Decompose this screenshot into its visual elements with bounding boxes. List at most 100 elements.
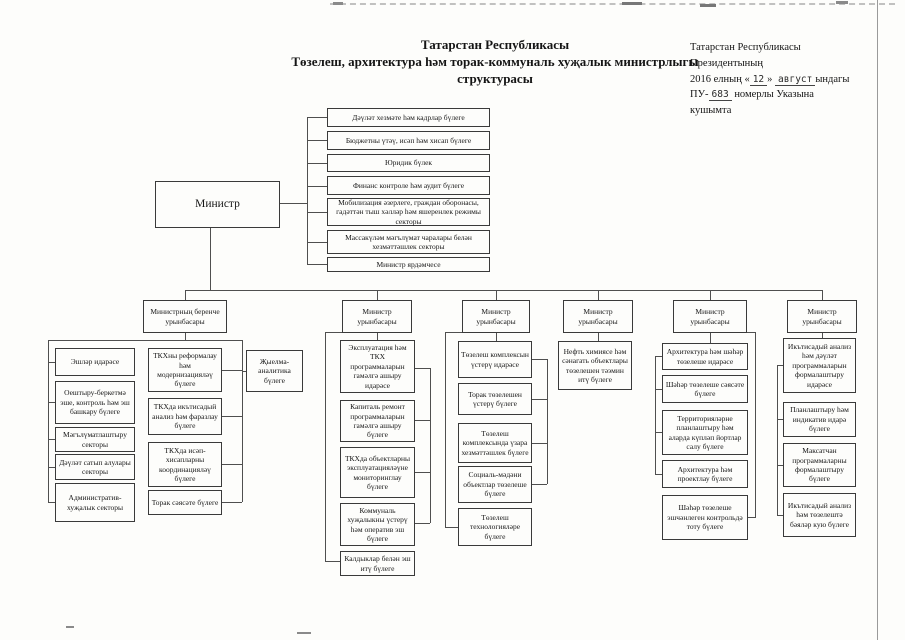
- decree-note-line1: Татарстан Республикасы: [690, 42, 801, 53]
- connector-line: [185, 333, 186, 340]
- connector-line: [777, 419, 783, 420]
- connector-line: [445, 332, 462, 333]
- decree-day-typed: 12: [749, 73, 768, 86]
- org-box-central-unit: Мобилизация әзерлеге, граждан оборонасы,…: [327, 198, 490, 226]
- number-line-post: номерлы Указына: [731, 89, 814, 101]
- year-line-suffix: ындагы: [815, 73, 850, 85]
- decree-note-line5: кушымта: [690, 105, 732, 116]
- org-box-unit: Шәһәр төзелеше эшчәнлеген контрольдә тот…: [662, 495, 748, 540]
- org-box-deputy: Министр урынбасары: [673, 300, 747, 333]
- connector-line: [48, 439, 55, 440]
- org-box-unit: Мәгълүматлаштыру секторы: [55, 427, 135, 452]
- connector-line: [748, 517, 756, 518]
- org-box-unit: Оештыру-беркетмә эше, контроль һәм эш ба…: [55, 381, 135, 424]
- scan-artifact: [836, 1, 848, 4]
- connector-line: [822, 290, 823, 300]
- decree-note-line2: Президентының: [690, 57, 763, 69]
- org-box-unit: Торак сәясәте бүлеге: [148, 490, 222, 515]
- scan-artifact-top-dashes: [330, 3, 895, 5]
- org-box-unit: Территорияләрне планлаштыру һәм аларда к…: [662, 410, 748, 455]
- connector-line: [280, 203, 307, 204]
- connector-line: [415, 472, 430, 473]
- connector-line: [777, 515, 783, 516]
- year-line-pre: 2016 елның «: [690, 73, 750, 85]
- connector-line: [48, 402, 55, 403]
- org-box-unit: Архитектура һәм шәһәр төзелеше идарәсе: [662, 343, 748, 370]
- connector-line: [222, 416, 242, 417]
- connector-line: [532, 359, 547, 360]
- connector-line: [242, 340, 243, 502]
- org-box-unit: Төзелеш комплексын үстерү идарәсе: [458, 341, 532, 378]
- org-box-unit: ТКХда исәп-хисапларны координацияләү бүл…: [148, 442, 222, 487]
- connector-line: [307, 140, 327, 141]
- org-box-unit: Төзелеш технологияләре бүлеге: [458, 508, 532, 546]
- connector-line: [377, 290, 378, 300]
- connector-line: [710, 290, 711, 300]
- org-box-unit: Архитектура һәм проектлау бүлеге: [662, 460, 748, 488]
- connector-line: [547, 359, 548, 484]
- connector-line: [655, 356, 656, 474]
- connector-line: [598, 333, 599, 341]
- connector-line: [307, 242, 327, 243]
- connector-line: [598, 290, 599, 300]
- connector-line: [496, 290, 497, 300]
- connector-line: [655, 432, 662, 433]
- page-title-line1: Татарстан Республикасы: [420, 37, 570, 52]
- org-box-first-deputy: Министрның беренче урынбасары: [143, 300, 227, 333]
- org-box-unit: Эксплуатация һәм ТКХ программаларын гамә…: [340, 340, 415, 393]
- connector-line: [415, 523, 430, 524]
- org-box-central-unit: Массакүләм мәгълүмат чаралары белән хезм…: [327, 230, 490, 254]
- connector-line: [445, 332, 446, 527]
- org-box-unit: Җыелма-аналитика бүлеге: [246, 350, 303, 392]
- org-box-unit: Капиталь ремонт программаларын гамәлгә а…: [340, 400, 415, 442]
- org-box-unit: Дәүләт сатып алулары секторы: [55, 454, 135, 480]
- connector-line: [307, 117, 308, 265]
- org-box-central-unit: Дәүләт хезмәте һәм кадрлар бүлеге: [327, 108, 490, 127]
- scan-artifact: [622, 2, 642, 5]
- connector-line: [655, 389, 662, 390]
- decree-number-typed: 683: [708, 89, 732, 102]
- scan-artifact: [297, 632, 311, 634]
- connector-line: [430, 368, 431, 523]
- connector-line: [48, 502, 55, 503]
- connector-line: [777, 465, 783, 466]
- connector-line: [777, 365, 783, 366]
- connector-line: [710, 333, 711, 343]
- connector-line: [307, 264, 327, 265]
- org-box-unit: Шәһәр төзелеше сәясәте бүлеге: [662, 375, 748, 403]
- org-box-unit: Эшләр идарәсе: [55, 348, 135, 376]
- decree-number-line: ПУ-683 номерлы Указына: [690, 87, 898, 103]
- connector-line: [532, 443, 547, 444]
- page-title: Татарстан Республикасы Төзелеш, архитект…: [250, 36, 740, 87]
- connector-line: [210, 228, 211, 290]
- org-box-unit: Нефть химиясе һәм сәнагать объектлары тө…: [558, 341, 632, 390]
- connector-line: [48, 467, 55, 468]
- org-box-unit: Икътисадый анализ һәм төзелештә бәяләр к…: [783, 493, 856, 537]
- connector-line: [415, 368, 430, 369]
- connector-line: [48, 362, 55, 363]
- connector-line: [747, 332, 756, 333]
- connector-line: [48, 340, 49, 502]
- connector-line: [185, 290, 186, 300]
- org-box-unit: Торак төзелешен үстерү бүлеге: [458, 383, 532, 415]
- connector-line: [822, 333, 823, 338]
- org-box-unit: Социаль-мәдәни объектлар төзелеше бүлеге: [458, 466, 532, 503]
- connector-line: [222, 370, 242, 371]
- org-box-deputy: Министр урынбасары: [462, 300, 530, 333]
- connector-line: [185, 290, 822, 291]
- connector-line: [655, 356, 662, 357]
- connector-line: [307, 117, 327, 118]
- org-box-minister: Министр: [155, 181, 280, 228]
- connector-line: [777, 365, 778, 515]
- org-box-central-unit: Финанс контроле һәм аудит бүлеге: [327, 176, 490, 195]
- scan-artifact: [333, 2, 343, 5]
- org-box-unit: ТКХда икътисадый анализ һәм фаразлау бүл…: [148, 398, 222, 435]
- org-box-deputy: Министр урынбасары: [563, 300, 633, 333]
- org-box-unit: ТКХны реформалау һәм модернизацияләү бүл…: [148, 348, 222, 392]
- connector-line: [307, 163, 327, 164]
- scan-artifact: [700, 4, 716, 7]
- scan-artifact: [66, 626, 74, 628]
- connector-line: [325, 332, 342, 333]
- decree-month-typed: август: [775, 73, 816, 86]
